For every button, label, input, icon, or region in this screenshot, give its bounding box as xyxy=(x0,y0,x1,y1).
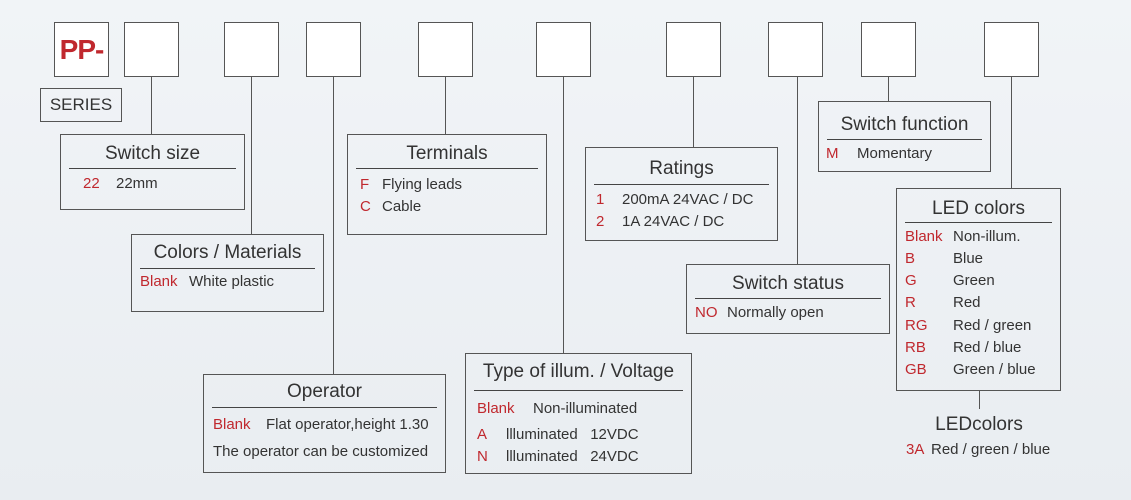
switch-status-desc: Normally open xyxy=(727,304,824,321)
terminals-desc-2: Cable xyxy=(382,198,422,215)
switch-function-box: Switch function M Momentary xyxy=(818,101,991,172)
connector-led-colors-extra xyxy=(979,391,980,409)
led-colors-extra-title: LEDcolors xyxy=(935,414,1023,435)
illumination-desc-3: llluminated 24VDC xyxy=(506,448,639,465)
slot-ratings[interactable] xyxy=(666,22,721,77)
led-colors-code-6: RB xyxy=(905,339,926,356)
led-colors-code-4: R xyxy=(905,294,916,311)
switch-size-box: Switch size 22 22mm xyxy=(60,134,245,210)
ratings-box: Ratings 1 200mA 24VAC / DC 2 1A 24VAC / … xyxy=(585,147,778,241)
slot-switch-size[interactable] xyxy=(124,22,179,77)
ratings-title: Ratings xyxy=(649,158,714,179)
terminals-rule xyxy=(356,168,538,169)
connector-switch-size xyxy=(151,77,152,134)
connector-led-colors xyxy=(1011,77,1012,188)
ratings-code-2: 2 xyxy=(596,213,605,230)
led-colors-extra-desc: Red / green / blue xyxy=(931,441,1051,458)
terminals-title: Terminals xyxy=(406,143,488,164)
connector-colors-materials xyxy=(251,77,252,234)
switch-size-rule xyxy=(69,168,236,169)
ratings-rule xyxy=(594,184,769,185)
ratings-desc-1: 200mA 24VAC / DC xyxy=(622,191,754,208)
slot-colors-materials[interactable] xyxy=(224,22,279,77)
slot-switch-status[interactable] xyxy=(768,22,823,77)
switch-status-title: Switch status xyxy=(732,273,844,294)
led-colors-title: LED colors xyxy=(932,198,1025,219)
connector-terminals xyxy=(445,77,446,134)
colors-materials-box: Colors / Materials Blank White plastic xyxy=(131,234,324,312)
operator-note: The operator can be customized xyxy=(213,443,429,460)
led-colors-rule xyxy=(905,222,1052,223)
led-colors-desc-5: Red / green xyxy=(953,317,1032,334)
illumination-rule xyxy=(474,390,683,391)
connector-illumination xyxy=(563,77,564,353)
led-colors-desc-1: Non-illum. xyxy=(953,228,1021,245)
terminals-desc-1: Flying leads xyxy=(382,176,463,193)
slot-switch-function[interactable] xyxy=(861,22,916,77)
slot-terminals[interactable] xyxy=(418,22,473,77)
operator-desc: Flat operator,height 1.30 xyxy=(266,416,429,433)
led-colors-code-1: Blank xyxy=(905,228,943,245)
prefix-box: PP- xyxy=(54,22,109,77)
operator-rule xyxy=(212,407,437,408)
terminals-box: Terminals F Flying leads C Cable xyxy=(347,134,547,235)
terminals-code-2: C xyxy=(360,198,371,215)
led-colors-extra-code: 3A xyxy=(906,441,925,458)
switch-status-code: NO xyxy=(695,304,718,321)
led-colors-code-2: B xyxy=(905,250,916,267)
slot-led-colors[interactable] xyxy=(984,22,1039,77)
switch-size-code: 22 xyxy=(83,175,100,192)
connector-operator xyxy=(333,77,334,374)
illumination-code-3: N xyxy=(477,448,488,465)
operator-title: Operator xyxy=(287,381,362,402)
colors-materials-desc: White plastic xyxy=(189,273,275,290)
led-colors-desc-2: Blue xyxy=(953,250,984,267)
illumination-desc-1: Non-illuminated xyxy=(533,400,638,417)
operator-box: Operator Blank Flat operator,height 1.30… xyxy=(203,374,446,473)
terminals-code-1: F xyxy=(360,176,370,193)
colors-materials-title: Colors / Materials xyxy=(153,242,302,263)
switch-status-rule xyxy=(695,298,881,299)
switch-function-desc: Momentary xyxy=(857,145,933,162)
colors-materials-rule xyxy=(140,268,315,269)
led-colors-code-3: G xyxy=(905,272,917,289)
led-colors-desc-6: Red / blue xyxy=(953,339,1022,356)
connector-switch-status xyxy=(797,77,798,264)
prefix-text: PP- xyxy=(59,33,105,65)
operator-code: Blank xyxy=(213,416,251,433)
led-colors-desc-3: Green xyxy=(953,272,995,289)
series-text: SERIES xyxy=(49,95,113,114)
illumination-box: Type of illum. / Voltage Blank Non-illum… xyxy=(465,353,692,474)
ratings-code-1: 1 xyxy=(596,191,605,208)
switch-status-box: Switch status NO Normally open xyxy=(686,264,890,334)
illumination-code-1: Blank xyxy=(477,400,515,417)
illumination-desc-2: llluminated 12VDC xyxy=(506,426,639,443)
connector-switch-function xyxy=(888,77,889,101)
illumination-code-2: A xyxy=(477,426,488,443)
led-colors-code-7: GB xyxy=(905,361,927,378)
led-colors-code-5: RG xyxy=(905,317,928,334)
series-label: SERIES xyxy=(40,88,122,122)
switch-function-title: Switch function xyxy=(840,114,969,135)
ratings-desc-2: 1A 24VAC / DC xyxy=(622,213,725,230)
connector-ratings xyxy=(693,77,694,147)
colors-materials-code: Blank xyxy=(140,273,178,290)
switch-size-desc: 22mm xyxy=(116,175,158,192)
led-colors-box: LED colors Blank Non-illum. B Blue G Gre… xyxy=(896,188,1061,391)
switch-function-rule xyxy=(827,139,982,140)
switch-size-title: Switch size xyxy=(104,143,201,164)
led-colors-desc-7: Green / blue xyxy=(953,361,1036,378)
switch-function-code: M xyxy=(826,145,839,162)
led-colors-desc-4: Red xyxy=(953,294,981,311)
illumination-title: Type of illum. / Voltage xyxy=(482,361,675,382)
slot-illumination[interactable] xyxy=(536,22,591,77)
slot-operator[interactable] xyxy=(306,22,361,77)
